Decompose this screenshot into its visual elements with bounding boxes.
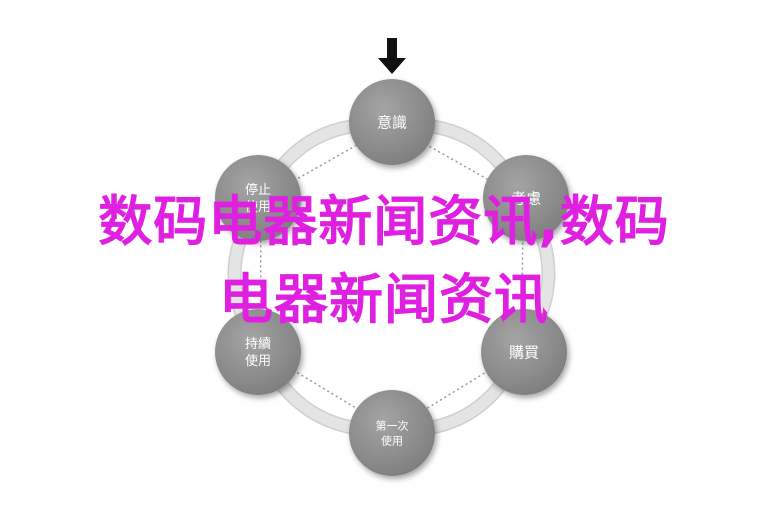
cycle-node-label: 第一次 bbox=[376, 418, 409, 432]
cycle-node-evaluation: 考慮 bbox=[483, 155, 569, 241]
overlay-headline-line-2: 电器新闻资讯 bbox=[219, 268, 549, 331]
down-arrow-icon bbox=[378, 38, 406, 74]
cycle-node-label: 意識 bbox=[377, 113, 407, 131]
cycle-dotted-connector bbox=[289, 367, 364, 414]
cycle-dotted-connector bbox=[419, 367, 494, 414]
cycle-dotted-connector bbox=[521, 232, 524, 318]
cycle-node-label: 使用 bbox=[245, 199, 271, 215]
cycle-node-label: 使用 bbox=[245, 353, 271, 369]
cycle-node-purchase: 購買 bbox=[481, 309, 567, 395]
cycle-node-awareness: 意識 bbox=[349, 79, 435, 165]
cycle-dotted-connector bbox=[289, 140, 364, 184]
overlay-headline-line-1: 数码电器新闻资讯,数码 bbox=[98, 190, 670, 253]
cycle-dotted-connector bbox=[420, 140, 495, 184]
cycle-node-label: 持續 bbox=[245, 337, 271, 352]
cycle-node-label: 考慮 bbox=[511, 189, 541, 207]
cycle-node-label: 購買 bbox=[509, 343, 539, 361]
cycle-node-label: 使用 bbox=[381, 434, 403, 447]
cycle-node-label: 停止 bbox=[245, 182, 271, 198]
